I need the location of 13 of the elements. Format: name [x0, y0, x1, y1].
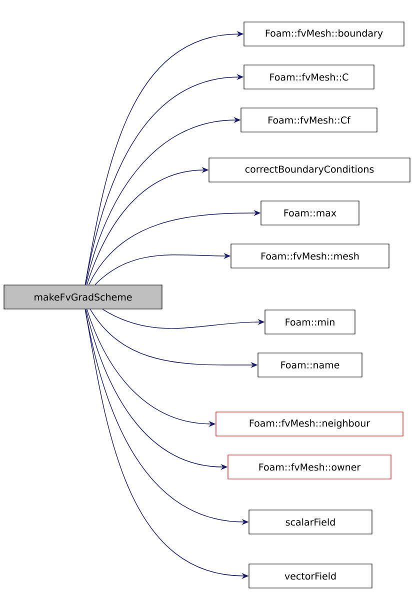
function-box: scalarField	[248, 510, 372, 534]
function-box: Foam::name	[258, 352, 362, 378]
function-box: vectorField	[248, 564, 372, 588]
function-box: Foam::fvMesh::boundary	[244, 22, 404, 46]
function-box: Foam::fvMesh::Cf	[240, 108, 378, 132]
function-box: Foam::fvMesh::mesh	[230, 244, 390, 268]
function-box: Foam::fvMesh::C	[244, 64, 374, 90]
function-box: Foam::fvMesh::neighbour	[216, 412, 404, 436]
function-box: Foam::fvMesh::owner	[228, 454, 392, 480]
function-box: correctBoundaryConditions	[208, 158, 410, 182]
function-box: Foam::min	[264, 310, 356, 334]
function-box: makeFvGradScheme	[4, 284, 162, 310]
function-box: Foam::max	[260, 200, 360, 226]
